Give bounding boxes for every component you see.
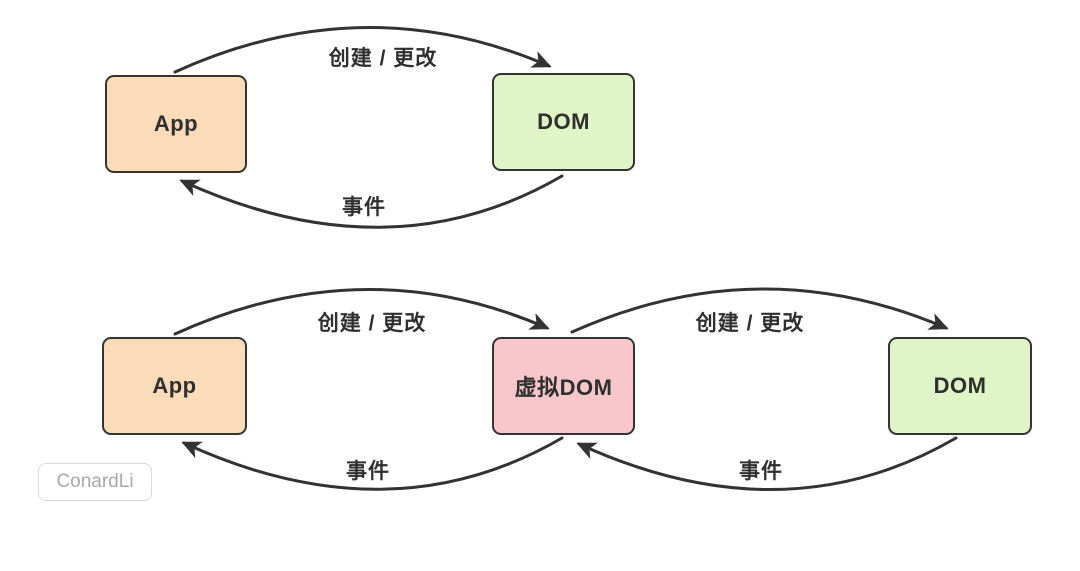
arrow-bottom-vdom-to-dom (570, 287, 949, 334)
edge-label-event-bottom-right: 事件 (739, 460, 783, 483)
watermark-badge: ConardLi (38, 463, 152, 501)
arrow-top-app-to-dom (173, 26, 552, 74)
node-virtual-dom: 虚拟DOM (492, 337, 635, 435)
edge-label-create-top: 创建 / 更改 (328, 47, 438, 70)
node-virtual-dom-label: 虚拟DOM (514, 375, 613, 400)
edge-label-create-bottom-right: 创建 / 更改 (695, 312, 805, 335)
arrow-bottom-dom-to-vdom (576, 436, 958, 492)
edge-label-event-bottom-left: 事件 (346, 460, 390, 483)
edge-label-create-bottom-left: 创建 / 更改 (317, 312, 427, 335)
node-dom-top-label: DOM (537, 109, 590, 134)
node-app-bottom-label: App (152, 373, 197, 398)
arrow-bottom-app-to-vdom (173, 288, 550, 336)
watermark-label: ConardLi (56, 471, 134, 492)
node-dom-bottom-label: DOM (933, 373, 987, 398)
arrow-bottom-vdom-to-app (181, 436, 564, 491)
node-app-bottom: App (102, 337, 247, 435)
arrow-top-dom-to-app (179, 174, 564, 229)
edge-label-event-top: 事件 (342, 196, 386, 219)
node-dom-bottom: DOM (888, 337, 1032, 435)
node-app-top-label: App (153, 111, 199, 136)
node-app-top: App (105, 75, 247, 173)
node-dom-top: DOM (492, 73, 635, 171)
